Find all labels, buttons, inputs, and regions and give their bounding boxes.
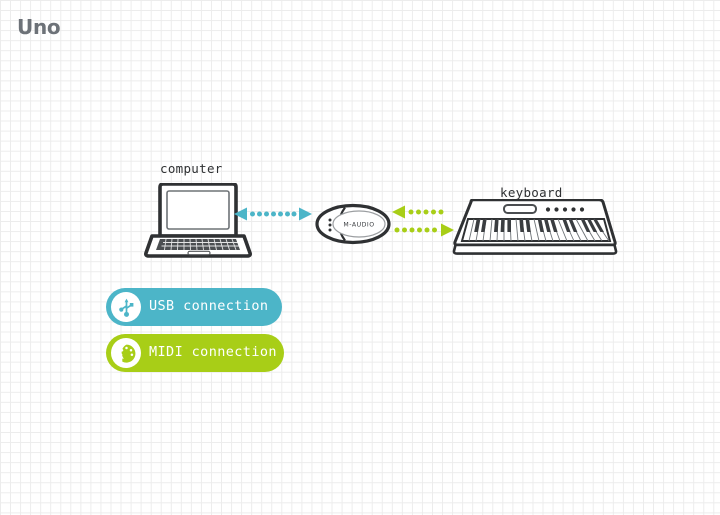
- node-label-computer: computer: [160, 161, 223, 176]
- connection-arrow-midi: [392, 197, 454, 245]
- midi-keyboard-icon: [452, 198, 618, 255]
- laptop-icon: [144, 182, 252, 261]
- usb-icon: [111, 292, 141, 322]
- midi-interface-icon: M-AUDIO: [315, 203, 391, 245]
- legend-label-midi: MIDI connection: [149, 344, 277, 361]
- node-label-keyboard: keyboard: [500, 185, 563, 200]
- legend-item-midi[interactable]: MIDI connection: [106, 334, 284, 372]
- midi-din-icon: [111, 338, 141, 368]
- page-title: Uno: [17, 15, 61, 39]
- legend: USB connection MIDI connection: [106, 288, 284, 372]
- connection-arrow-usb: [234, 207, 312, 237]
- legend-item-usb[interactable]: USB connection: [106, 288, 282, 326]
- legend-label-usb: USB connection: [149, 298, 269, 315]
- interface-brand-label: M-AUDIO: [343, 222, 374, 229]
